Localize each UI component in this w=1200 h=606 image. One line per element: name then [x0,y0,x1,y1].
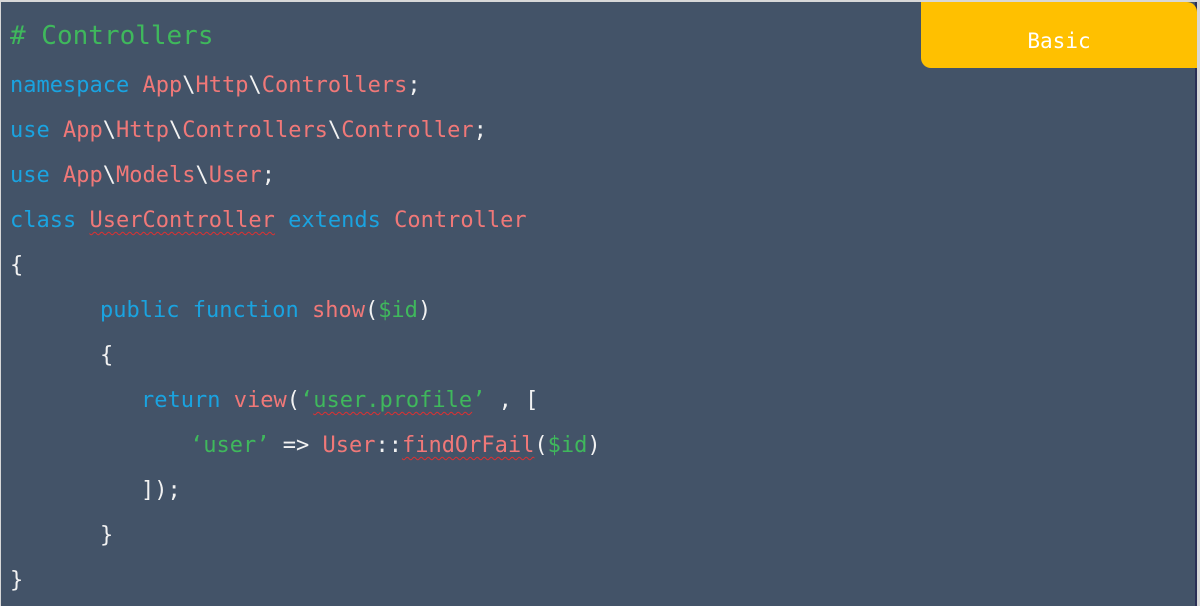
namespace-part: User [208,163,262,188]
paren: ( [364,298,379,323]
semicolon: ; [261,163,275,188]
function-name: show [311,298,365,323]
arrow-operator: => [269,433,323,458]
namespace-part: App [63,163,103,188]
separator: \ [102,163,116,188]
parent-class: Controller [394,208,527,233]
class-name: User [322,433,376,458]
namespace-part: Http [195,73,249,98]
namespace-part: Controllers [182,118,328,143]
separator: \ [195,163,209,188]
namespace-part: App [63,118,103,143]
separator: \ [168,118,183,143]
code-line-array-close: ]); [141,478,181,503]
keyword: namespace [10,73,130,98]
quote: ’ [472,388,486,413]
code-heading: # Controllers [10,21,214,51]
code-line-open-brace: { [10,253,24,278]
separator: \ [327,118,342,143]
keyword: use [10,118,50,143]
semicolon: ; [407,73,421,98]
level-badge: Basic [921,2,1197,68]
namespace-part: Controllers [261,73,408,98]
string-literal: user.profile [313,388,473,413]
code-line-class: class UserController extends Controller [10,207,527,235]
code-line-class-close-brace: } [10,568,24,593]
code-line-use-controller: use App\Http\Controllers\Controller; [10,117,487,145]
quote: ‘ [299,388,314,413]
badge-label: Basic [1027,29,1091,53]
punctuation: , [ [485,388,539,413]
paren: ( [534,433,548,458]
code-line-return: return view(‘user.profile’ , [ [141,387,538,415]
code-line-use-user: use App\Models\User; [10,162,275,190]
namespace-part: App [142,73,183,98]
namespace-part: Models [116,163,196,188]
keyword: function [192,298,299,323]
keyword: public [100,298,180,323]
string-literal: ‘user’ [190,433,270,458]
method-name: findOrFail [401,433,535,458]
separator: \ [102,118,116,143]
code-line-method: public function show($id) [100,297,431,325]
separator: \ [182,73,196,98]
class-name: UserController [89,208,275,233]
keyword: class [10,208,77,233]
scope-operator: :: [375,433,402,458]
semicolon: ; [473,118,487,143]
namespace-part: Controller [341,118,474,143]
paren: ( [286,388,300,413]
code-line-array-item: ‘user’ => User::findOrFail($id) [190,432,601,460]
keyword: return [141,388,221,413]
paren: ) [417,298,432,323]
variable: $id [547,433,588,458]
keyword: use [10,163,50,188]
paren: ) [587,433,601,458]
separator: \ [248,73,262,98]
namespace-part: Http [116,118,169,143]
code-line-method-close-brace: } [100,523,114,548]
code-line-method-open-brace: { [100,343,114,368]
variable: $id [378,298,418,323]
code-line-namespace: namespace App\Http\Controllers; [10,72,421,100]
function-name: view [233,388,287,413]
keyword: extends [288,208,381,233]
